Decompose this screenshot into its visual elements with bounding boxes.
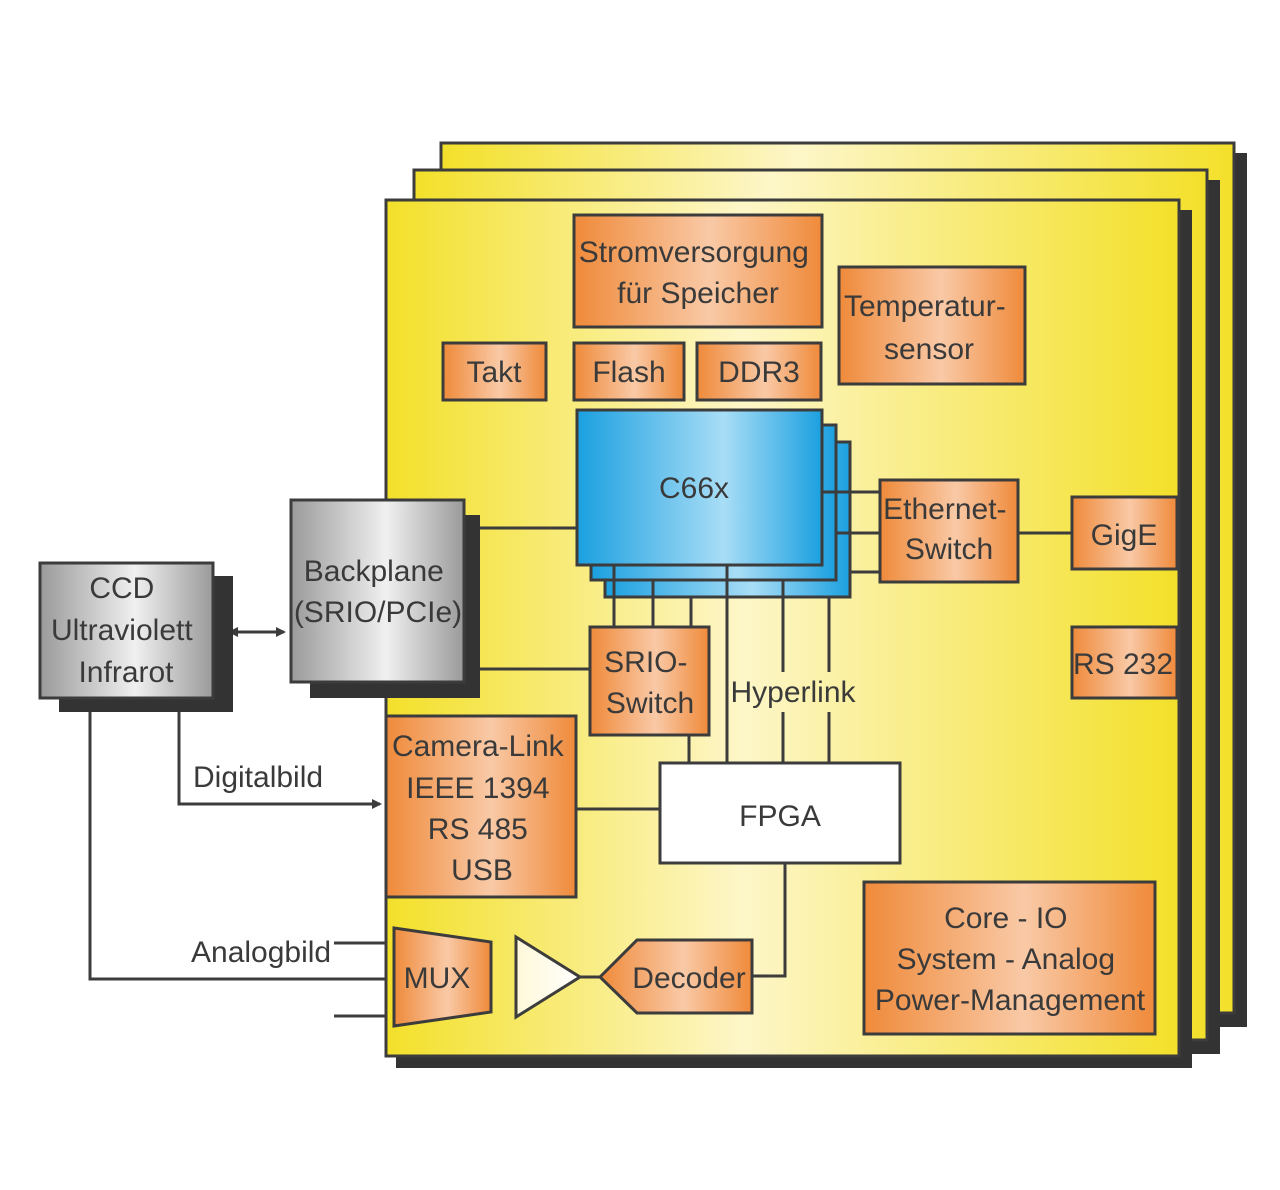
node-srio-switch[interactable]: SRIO- Switch [588,625,711,737]
temperatursensor-box [837,265,1027,386]
fpga-label: FPGA [739,800,821,833]
edge-label-analogbild: Analogbild [191,936,331,969]
node-ccd[interactable]: CCD Ultraviolett Infrarot [38,561,233,712]
node-ddr3[interactable]: DDR3 [695,341,823,402]
camera-link-line-1: Camera-Link [392,730,565,763]
temperatursensor-line-1: Temperatur- [844,290,1006,323]
gige-box [1070,495,1179,571]
flash-box [572,341,686,402]
c66x-line-1: C66x [659,472,729,505]
rs232-box [1070,625,1179,700]
temperatursensor-label: Temperatur- sensor [844,290,1014,366]
rs232-label: RS 232 [1073,648,1173,681]
decoder-label: Decoder [632,962,745,995]
core-io-box [862,880,1157,1036]
flash-line-1: Flash [592,356,665,389]
edge-label-hyperlink: Hyperlink [730,676,856,709]
node-takt[interactable]: Takt [441,341,548,402]
camera-link-line-2: IEEE 1394 [406,772,549,805]
node-c66x[interactable]: C66x [575,408,852,599]
ethernet-switch-line-1: Ethernet- [883,493,1006,526]
ccd-label: CCD Ultraviolett Infrarot [51,572,201,689]
mux-shape [392,926,493,1028]
node-mux[interactable]: MUX [392,926,493,1028]
core-io-line-2: System - Analog [897,943,1115,976]
node-decoder[interactable]: Decoder [597,938,754,1015]
c66x-label: C66x [659,472,729,505]
ccd-line-1: CCD [89,572,154,605]
fpga-box [658,761,902,865]
node-backplane[interactable]: Backplane (SRIO/PCIe) [289,498,480,698]
node-temperatursensor[interactable]: Temperatur- sensor [837,265,1027,386]
backplane-line-2: (SRIO/PCIe) [294,596,462,629]
core-io-line-1: Core - IO [944,902,1067,935]
camera-link-box [384,714,578,899]
ethernet-switch-line-2: Switch [905,533,993,566]
takt-line-1: Takt [466,356,522,389]
decoder-line-1: Decoder [632,962,745,995]
ccd-box [38,561,215,700]
ethernet-switch-label: Ethernet- Switch [883,493,1015,566]
gige-line-1: GigE [1091,519,1158,552]
ddr3-box [695,341,823,402]
stromversorgung-label: Stromversorgung für Speicher [579,236,817,310]
wire-digitalbild [177,712,382,809]
core-io-line-3: Power-Management [875,984,1146,1017]
amplifier-icon [514,934,583,1020]
camera-link-line-4: USB [451,854,513,887]
backplane-label: Backplane (SRIO/PCIe) [294,555,462,629]
rs232-line-1: RS 232 [1073,648,1173,681]
ccd-line-2: Ultraviolett [51,614,193,647]
srio-switch-box [588,625,711,737]
camera-link-label: Camera-Link IEEE 1394 RS 485 USB [392,730,572,887]
srio-switch-label: SRIO- Switch [604,646,696,720]
camera-link-line-3: RS 485 [428,813,528,846]
ddr3-label: DDR3 [718,356,800,389]
temperatursensor-line-2: sensor [884,333,974,366]
edge-label-digitalbild: Digitalbild [193,761,323,794]
node-ethernet-switch[interactable]: Ethernet- Switch [878,478,1020,584]
ccd-line-3: Infrarot [78,656,174,689]
ethernet-switch-box [878,478,1020,584]
flash-label: Flash [592,356,665,389]
wire-analogbild [88,712,386,981]
fpga-line-1: FPGA [739,800,821,833]
stromversorgung-box [572,213,824,329]
gige-label: GigE [1091,519,1158,552]
backplane-line-1: Backplane [304,555,444,588]
node-rs232[interactable]: RS 232 [1070,625,1179,700]
c66x-layer-front [575,408,824,567]
decoder-shape [597,938,754,1015]
mux-label: MUX [404,962,471,995]
wire-fpga-decoder [752,864,787,978]
stromversorgung-line-2: für Speicher [617,277,779,310]
takt-label: Takt [466,356,522,389]
node-camera-link[interactable]: Camera-Link IEEE 1394 RS 485 USB [384,714,578,899]
node-gige[interactable]: GigE [1070,495,1179,571]
srio-switch-line-2: Switch [606,687,694,720]
backplane-box [289,498,466,684]
ddr3-line-1: DDR3 [718,356,800,389]
stromversorgung-line-1: Stromversorgung [579,236,809,269]
c66x-internal-wires [612,490,850,597]
node-fpga[interactable]: FPGA [658,761,902,865]
node-stromversorgung[interactable]: Stromversorgung für Speicher [572,213,824,329]
srio-switch-line-1: SRIO- [604,646,687,679]
node-flash[interactable]: Flash [572,341,686,402]
takt-box [441,341,548,402]
mux-line-1: MUX [404,962,471,995]
core-io-label: Core - IO System - Analog Power-Manageme… [875,902,1146,1017]
node-core-io[interactable]: Core - IO System - Analog Power-Manageme… [862,880,1157,1036]
